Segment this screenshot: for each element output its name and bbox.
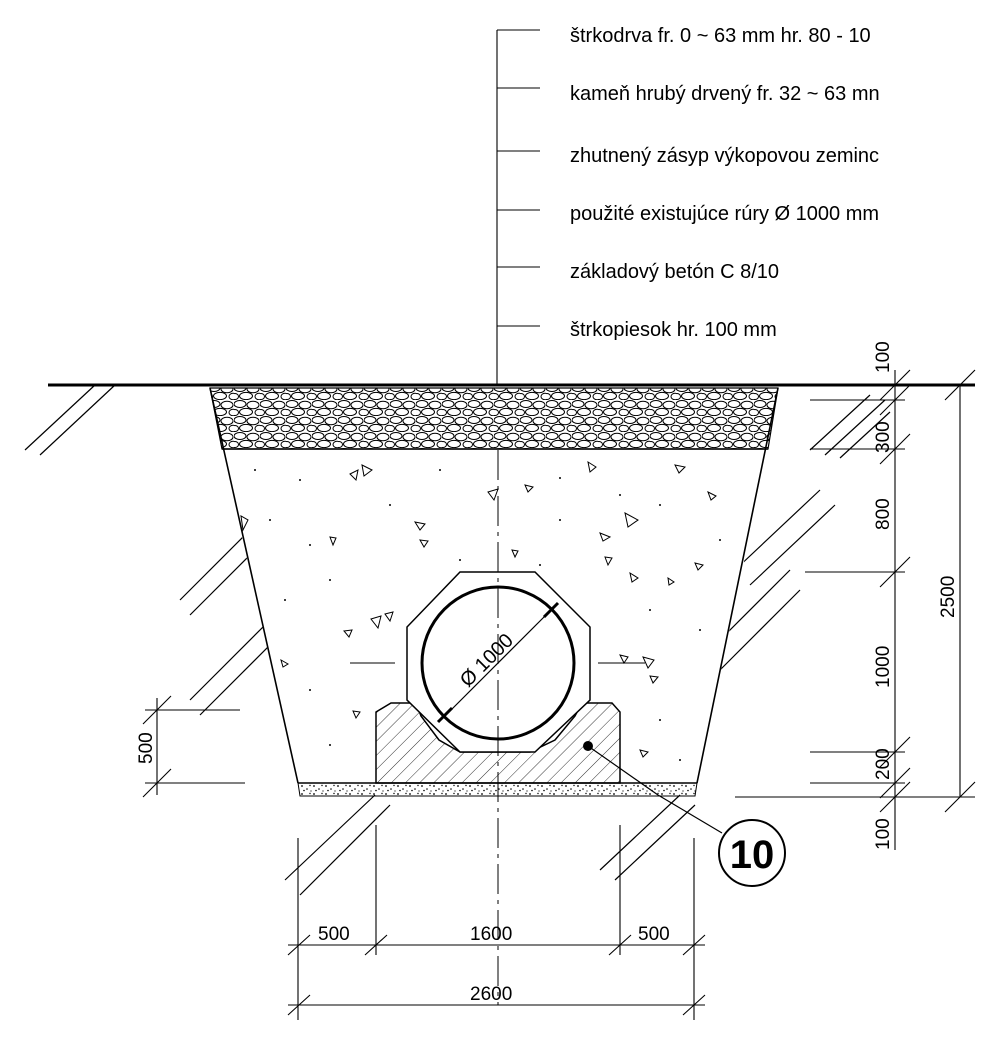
layer-label-pipes: použité existujúce rúry Ø 1000 mm bbox=[570, 203, 879, 225]
pipe-diameter-tick-a bbox=[436, 706, 454, 724]
dim-right-200: 200 bbox=[873, 748, 894, 780]
pipe-diameter-tick-b bbox=[542, 601, 560, 619]
dim-right-total: 2500 bbox=[938, 576, 959, 618]
dim-right-100-bottom: 100 bbox=[873, 818, 894, 850]
dim-right-1000: 1000 bbox=[873, 646, 894, 688]
callout-leader bbox=[583, 741, 723, 834]
centerlines bbox=[350, 450, 645, 1005]
layer-label-concrete: základový betón C 8/10 bbox=[570, 261, 779, 283]
dim-left-500: 500 bbox=[136, 732, 157, 764]
dim-bottom-1600: 1600 bbox=[470, 924, 512, 945]
layer-label-sand: štrkopiesok hr. 100 mm bbox=[570, 319, 777, 341]
layer-label-backfill: zhutnený zásyp výkopovou zeminc bbox=[570, 145, 879, 167]
backfill-dots bbox=[254, 469, 721, 761]
layer-label-stone: kameň hrubý drvený fr. 32 ~ 63 mn bbox=[570, 83, 880, 105]
dim-bottom-500-right: 500 bbox=[638, 924, 670, 945]
bottom-dimension-lines bbox=[287, 825, 706, 1020]
dim-right-300: 300 bbox=[873, 421, 894, 453]
backfill-texture bbox=[240, 460, 717, 758]
dim-right-800: 800 bbox=[873, 498, 894, 530]
label-leader-lines bbox=[496, 29, 540, 385]
callout-number: 10 bbox=[730, 833, 775, 877]
dim-bottom-2600: 2600 bbox=[470, 984, 512, 1005]
dim-right-100-top: 100 bbox=[873, 341, 894, 373]
layer-label-gravel: štrkodrva fr. 0 ~ 63 mm hr. 80 - 10 bbox=[570, 25, 871, 47]
left-dimension-lines bbox=[142, 695, 245, 798]
crushed-stone-layer bbox=[209, 387, 779, 450]
dim-bottom-500-left: 500 bbox=[318, 924, 350, 945]
callout-circle bbox=[718, 819, 786, 887]
right-dimension-lines bbox=[735, 369, 976, 850]
